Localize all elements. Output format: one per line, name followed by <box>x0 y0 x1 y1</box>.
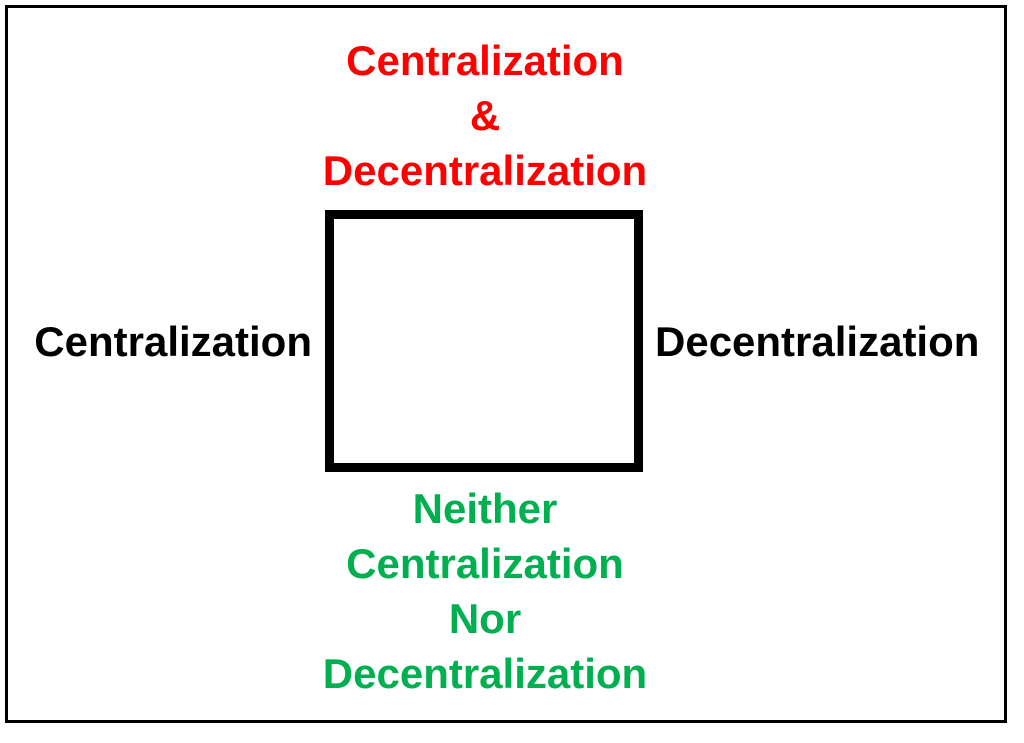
top-label-line-2: & <box>469 92 501 139</box>
bottom-label-line-1: Neither <box>412 485 558 532</box>
top-label-line-1: Centralization <box>346 37 624 84</box>
left-label-centralization: Centralization <box>34 318 312 365</box>
top-label-line-3: Decentralization <box>322 147 648 194</box>
center-square <box>325 210 643 472</box>
bottom-label-block: Neither Centralization Nor Decentralizat… <box>185 481 785 701</box>
bottom-label-line-4: Decentralization <box>322 650 648 697</box>
bottom-label-line-3: Nor <box>448 595 522 642</box>
right-label-decentralization: Decentralization <box>655 318 980 365</box>
top-label-block: Centralization & Decentralization <box>185 33 785 198</box>
bottom-label-line-2: Centralization <box>346 540 624 587</box>
